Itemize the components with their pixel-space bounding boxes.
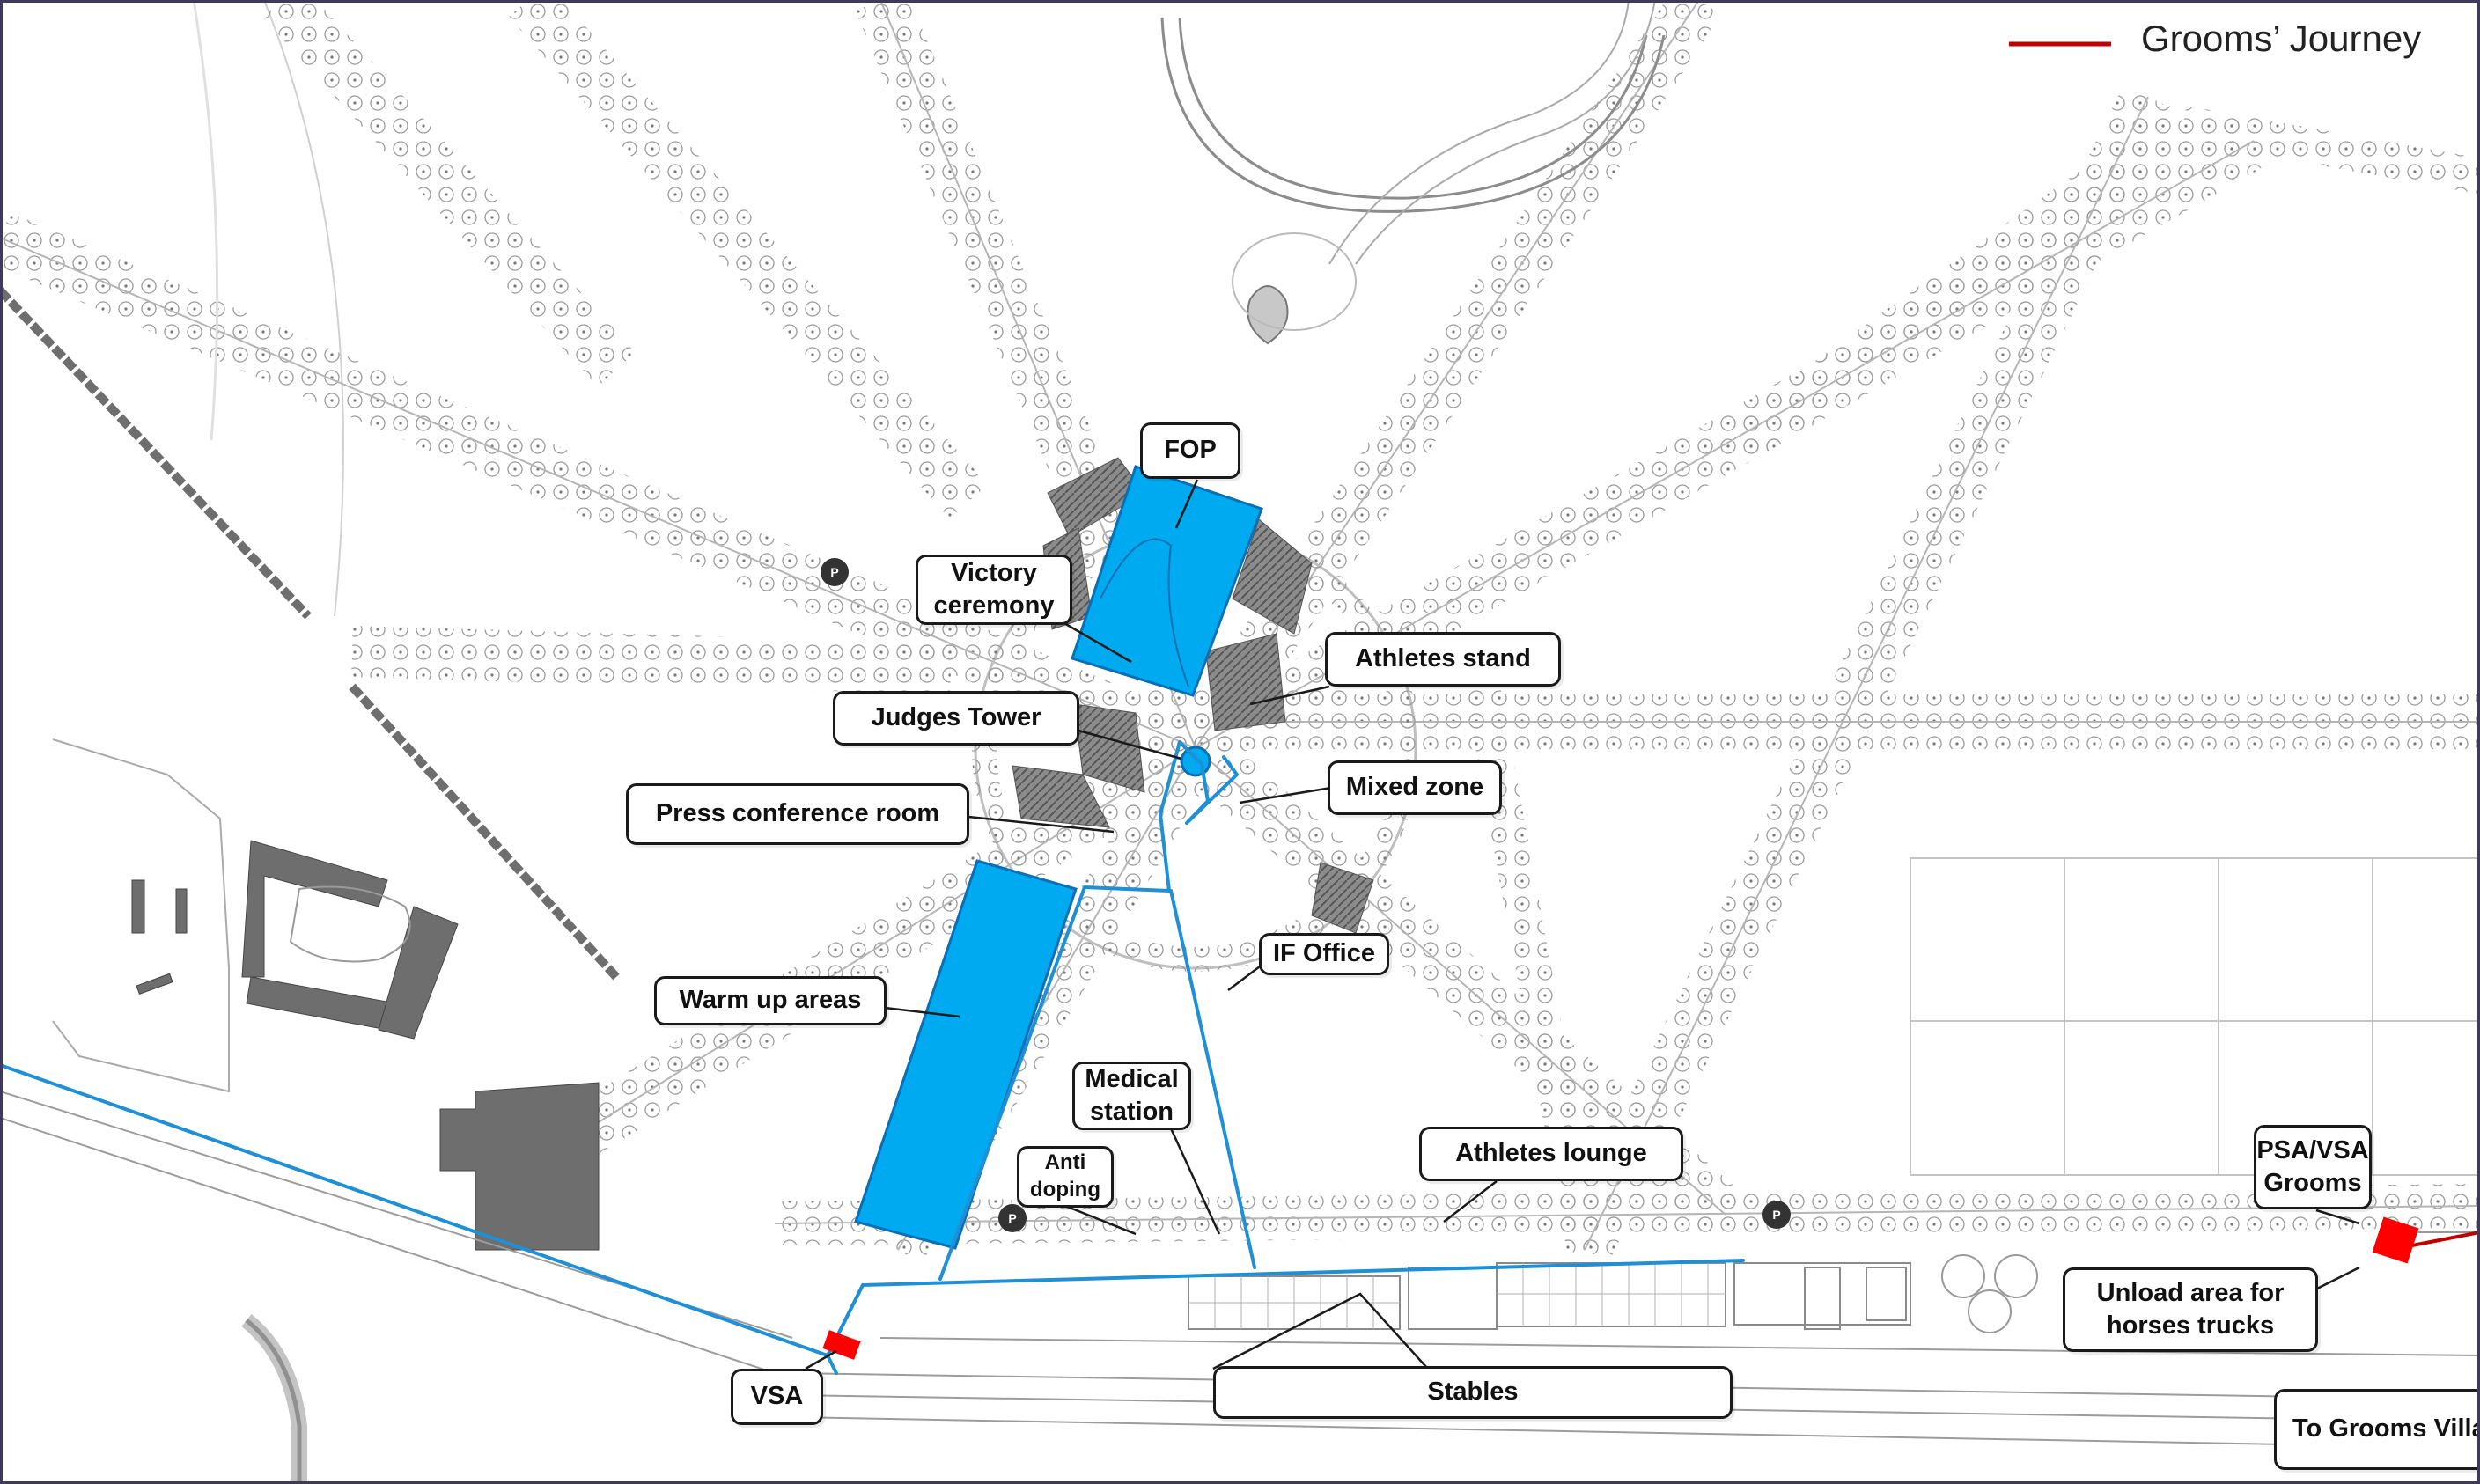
vsa-marker <box>822 1330 861 1360</box>
grooms-village-label: To Grooms Villag <box>2274 1389 2480 1470</box>
vsa-label: VSA <box>731 1369 823 1425</box>
psa-marker <box>2372 1216 2419 1264</box>
warm-up-areas-label: Warm up areas <box>654 976 887 1025</box>
judges-tower-marker <box>1180 746 1211 777</box>
callout-leaders <box>805 479 2470 1467</box>
parking-label: P <box>1008 1211 1016 1225</box>
fop-label: FOP <box>1140 422 1240 479</box>
anti-doping-label: Anti doping <box>1017 1146 1114 1208</box>
parking-markers <box>821 558 1791 1232</box>
press-conference-room-label: Press conference room <box>626 783 969 845</box>
victory-ceremony-label: Victory ceremony <box>916 555 1072 625</box>
psa-vsa-grooms-label: PSA/VSA Grooms <box>2254 1125 2372 1209</box>
unload-area-label: Unload area for horses trucks <box>2063 1267 2318 1352</box>
judges-tower-label: Judges Tower <box>833 691 1079 746</box>
parking-label: P <box>830 565 838 579</box>
parking-icon <box>1762 1201 1791 1229</box>
legend-label: Grooms’ Journey <box>2141 18 2422 59</box>
highlighted-areas <box>854 465 1263 1250</box>
parking-label: P <box>1772 1208 1780 1222</box>
medical-station-label: Medical station <box>1072 1062 1191 1130</box>
athletes-lounge-label: Athletes lounge <box>1419 1127 1683 1181</box>
grooms-route <box>0 740 1745 1375</box>
if-office-label: IF Office <box>1259 933 1389 975</box>
athletes-stand-label: Athletes stand <box>1325 632 1561 687</box>
avenues <box>0 0 2480 1264</box>
parking-icon <box>821 558 849 586</box>
mixed-zone-label: Mixed zone <box>1328 760 1502 815</box>
parking-icon <box>998 1204 1027 1232</box>
warmup-area <box>854 859 1078 1250</box>
stables-label: Stables <box>1213 1366 1733 1419</box>
fop-area <box>1071 465 1263 697</box>
